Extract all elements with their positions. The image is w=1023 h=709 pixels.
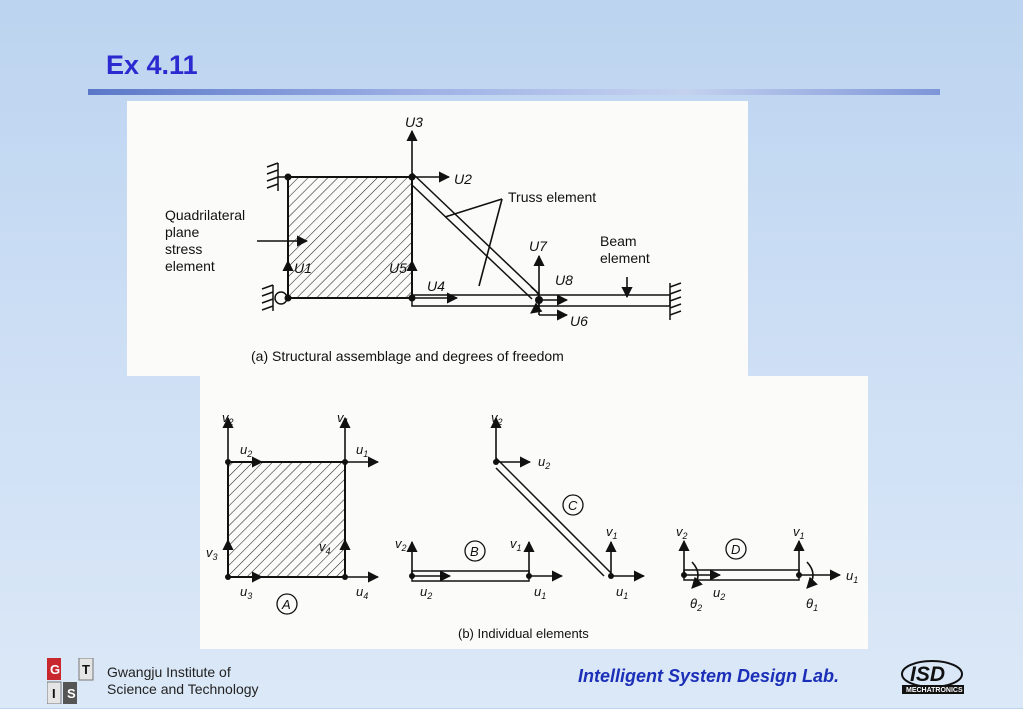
quad-label-line4: element — [165, 258, 215, 274]
element-c-label: C — [568, 498, 578, 513]
svg-text:v1: v1 — [793, 524, 805, 541]
support-top-left — [266, 162, 288, 191]
quad-label-line2: plane — [165, 224, 199, 240]
dof-label-u5: U5 — [389, 260, 407, 276]
lab-name: Intelligent System Design Lab. — [578, 666, 840, 686]
svg-text:v1: v1 — [510, 536, 522, 553]
gist-logo: G S I T — [46, 657, 99, 705]
support-bottom-left — [261, 284, 288, 311]
svg-text:u2: u2 — [713, 585, 725, 602]
element-d-label: D — [731, 542, 740, 557]
element-c-marker — [562, 494, 584, 516]
dof-label-u8: U8 — [555, 272, 573, 288]
element-d-marker — [725, 538, 747, 560]
figure-b-caption: (b) Individual elements — [458, 626, 589, 641]
svg-text:I: I — [52, 686, 56, 701]
slide-title: Ex 4.11 — [106, 50, 198, 80]
svg-text:u3: u3 — [240, 584, 252, 601]
svg-text:u2: u2 — [420, 584, 432, 601]
svg-text:MECHATRONICS: MECHATRONICS — [906, 687, 963, 694]
truss-label: Truss element — [508, 189, 596, 205]
svg-text:v1: v1 — [337, 410, 349, 427]
title-divider — [88, 89, 940, 95]
institute-line1: Gwangju Institute of — [107, 664, 231, 680]
element-a-marker — [276, 593, 298, 615]
svg-text:ISD: ISD — [910, 663, 945, 686]
svg-text:v2: v2 — [222, 410, 234, 427]
svg-text:v4: v4 — [319, 539, 331, 556]
element-a-shape — [227, 461, 346, 578]
svg-text:v2: v2 — [491, 410, 503, 427]
svg-text:v2: v2 — [676, 524, 688, 541]
svg-text:S: S — [67, 686, 76, 701]
truss-element-shape — [411, 172, 540, 300]
svg-text:v2: v2 — [395, 536, 407, 553]
svg-text:G: G — [50, 662, 60, 677]
svg-text:u1: u1 — [356, 442, 368, 459]
quad-label-line3: stress — [165, 241, 202, 257]
beam-label-line1: Beam — [600, 233, 637, 249]
dof-label-u3: U3 — [405, 114, 423, 130]
figure-a-diagram: U3 U2 U1 U5 U4 U7 U8 U6 Quadrilateral pl… — [165, 114, 682, 364]
svg-text:T: T — [82, 662, 90, 677]
figure-b-diagram: v2 v1 u2 u1 v3 v4 u3 u4 A v2 v1 u2 u1 B — [206, 410, 858, 641]
dof-label-u6: U6 — [570, 313, 588, 329]
dof-label-u7: U7 — [529, 238, 548, 254]
dof-label-u2: U2 — [454, 171, 472, 187]
dof-label-u4: U4 — [427, 278, 445, 294]
svg-text:u2: u2 — [538, 454, 550, 471]
beam-label-line2: element — [600, 250, 650, 266]
svg-text:θ2: θ2 — [690, 596, 702, 613]
svg-text:v3: v3 — [206, 545, 218, 562]
svg-text:u1: u1 — [534, 584, 546, 601]
figure-a-caption: (a) Structural assemblage and degrees of… — [251, 348, 564, 364]
svg-text:θ1: θ1 — [806, 596, 818, 613]
element-b-label: B — [470, 544, 479, 559]
svg-text:u2: u2 — [240, 442, 252, 459]
figure-b-panel: v2 v1 u2 u1 v3 v4 u3 u4 A v2 v1 u2 u1 B — [200, 376, 868, 649]
quad-label-line1: Quadrilateral — [165, 207, 245, 223]
svg-text:u4: u4 — [356, 584, 368, 601]
svg-text:v1: v1 — [606, 524, 618, 541]
dof-label-u1: U1 — [294, 260, 312, 276]
isd-logo: ISD MECHATRONICS — [896, 656, 976, 696]
quad-element-shape — [287, 176, 413, 299]
element-a-label: A — [281, 597, 291, 612]
institute-name: Gwangju Institute of Science and Technol… — [107, 664, 259, 698]
element-c-shape — [495, 457, 612, 577]
svg-text:u1: u1 — [846, 568, 858, 585]
element-b-marker — [464, 540, 486, 562]
institute-line2: Science and Technology — [107, 681, 259, 697]
figure-a-panel: U3 U2 U1 U5 U4 U7 U8 U6 Quadrilateral pl… — [127, 101, 748, 376]
svg-text:u1: u1 — [616, 584, 628, 601]
